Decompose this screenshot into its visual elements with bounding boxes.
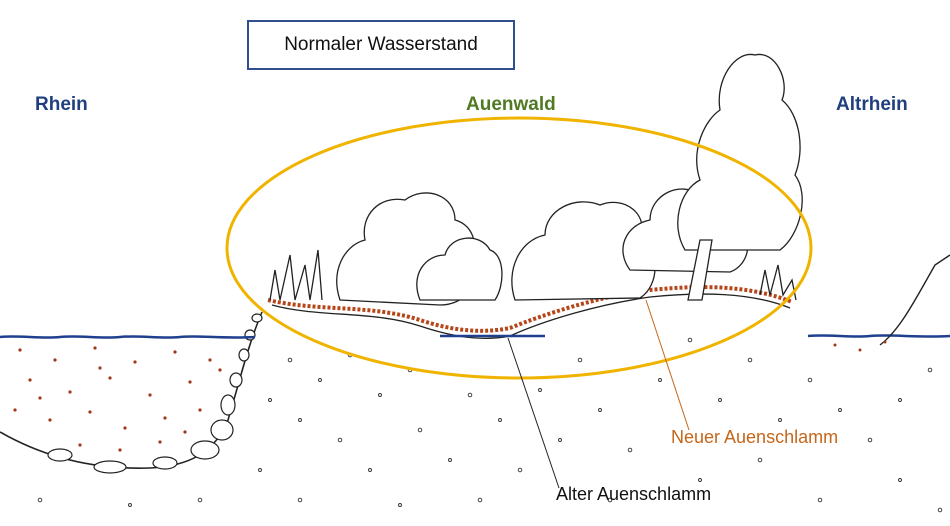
riverbed-stones: [47, 313, 263, 474]
rhein-water-surface: [0, 335, 256, 339]
grass-right: [759, 264, 797, 301]
soil-texture-dots: [37, 337, 943, 513]
floodplain-vegetation: [269, 53, 803, 306]
tree-trunk: [687, 239, 713, 301]
tree-crown-upper: [677, 53, 803, 251]
grass-left: [269, 249, 323, 301]
label-alter-auenschlamm: Alter Auenschlamm: [556, 484, 712, 504]
water-level-title: Normaler Wasserstand: [247, 20, 515, 70]
soil-body: [0, 255, 950, 526]
label-neuer-auenschlamm: Neuer Auenschlamm: [671, 427, 839, 447]
altrhein-bank: [879, 254, 950, 346]
auenwald-highlight-ellipse: [225, 116, 813, 380]
label-auenwald: Auenwald: [466, 94, 556, 115]
rhein-sediment-dots: [13, 346, 222, 452]
shrub-center-left: [416, 237, 503, 301]
label-rhein: Rhein: [35, 94, 88, 115]
rhein-water-body: [0, 338, 255, 469]
altrhein-water-surface: [807, 334, 950, 338]
altrhein-sediment-dots: [833, 340, 887, 352]
leader-line-neuer-auenschlamm: [645, 299, 690, 431]
label-altrhein: Altrhein: [836, 94, 908, 115]
leader-line-alter-auenschlamm: [507, 337, 560, 489]
